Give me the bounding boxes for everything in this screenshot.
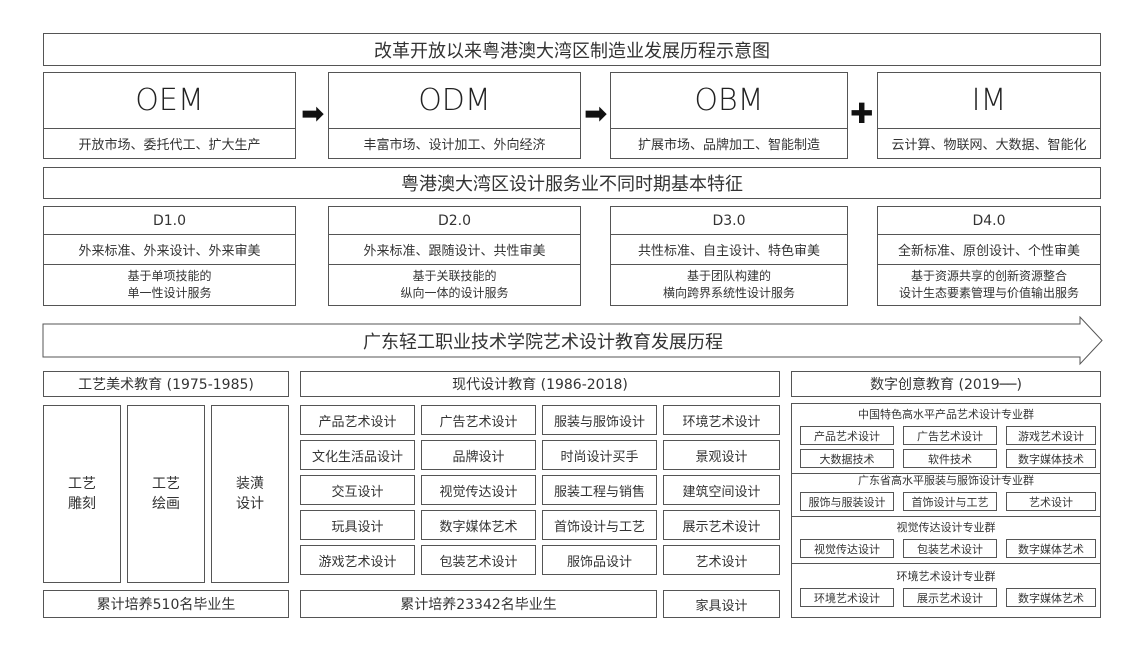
stage-service: 基于资源共享的创新资源整合 设计生态要素管理与价值输出服务: [898, 269, 1079, 300]
stage-version: D3.0: [712, 212, 746, 229]
diagram-title: 改革开放以来粤港澳大湾区制造业发展历程示意图: [43, 33, 1101, 66]
era3-group-divider: [791, 563, 1101, 564]
plus-icon: ✚: [850, 97, 874, 130]
model-desc: 丰富市场、设计加工、外向经济: [363, 138, 546, 153]
model-name: ODM: [418, 83, 491, 118]
stage-version: D1.0: [152, 212, 187, 229]
stage-service: 基于单项技能的 单一性设计服务: [127, 269, 212, 300]
era3-major-cell: 视觉传达设计: [800, 539, 894, 558]
stage-feature: 外来标准、跟随设计、共性审美: [363, 243, 546, 259]
era2-major-cell: 艺术设计: [663, 545, 780, 575]
era1-footer: 累计培养510名毕业生: [43, 590, 289, 618]
era2-major-cell: 时尚设计买手: [542, 440, 657, 470]
model-name: OEM: [135, 83, 204, 118]
era2-major-cell: 文化生活品设计: [300, 440, 415, 470]
stage-version: D2.0: [437, 212, 472, 229]
era2-footer: 累计培养23342名毕业生: [300, 590, 657, 618]
era3-major-cell: 服饰与服装设计: [800, 492, 894, 511]
era3-major-cell: 环境艺术设计: [800, 588, 894, 607]
era2-major-cell: 游戏艺术设计: [300, 545, 415, 575]
era3-major-cell: 包装艺术设计: [903, 539, 997, 558]
stage-version: D4.0: [972, 212, 1006, 229]
era2-major-cell: 服装工程与销售: [542, 475, 657, 505]
era2-major-cell: 交互设计: [300, 475, 415, 505]
era3-major-cell: 首饰设计与工艺: [903, 492, 997, 511]
era2-major-cell: 景观设计: [663, 440, 780, 470]
era3-major-cell: 数字媒体艺术: [1006, 588, 1096, 607]
model-desc: 扩展市场、品牌加工、智能制造: [637, 138, 820, 153]
stage-feature: 外来标准、外来设计、外来审美: [78, 243, 261, 259]
era3-major-cell: 大数据技术: [800, 449, 894, 468]
era2-major-cell: 展示艺术设计: [663, 510, 780, 540]
era1-title: 工艺美术教育 (1975-1985): [43, 371, 289, 397]
arrow-right-icon: ➡: [584, 97, 608, 130]
education-arrow-banner: [42, 316, 1103, 366]
era3-major-cell: 展示艺术设计: [903, 588, 997, 607]
era1-subject: 装潢 设计: [211, 405, 289, 583]
era3-group-title: 广东省高水平服装与服饰设计专业群: [858, 474, 1034, 487]
era2-major-cell: 广告艺术设计: [421, 405, 536, 435]
model-name: IM: [971, 83, 1007, 118]
era3-group-title: 中国特色高水平产品艺术设计专业群: [858, 408, 1034, 421]
design-stage-d3: D3.0 共性标准、自主设计、特色审美 基于团队构建的 横向跨界系统性设计服务: [610, 206, 848, 306]
stage-feature: 全新标准、原创设计、个性审美: [897, 243, 1080, 259]
model-obm: OBM 扩展市场、品牌加工、智能制造: [610, 72, 848, 159]
era3-major-cell: 产品艺术设计: [800, 426, 894, 445]
era2-major-cell: 数字媒体艺术: [421, 510, 536, 540]
design-stage-d2: D2.0 外来标准、跟随设计、共性审美 基于关联技能的 纵向一体的设计服务: [328, 206, 581, 306]
era3-title: 数字创意教育 (2019──): [791, 371, 1101, 397]
model-im: IM 云计算、物联网、大数据、智能化: [877, 72, 1101, 159]
era3-major-cell: 广告艺术设计: [903, 426, 997, 445]
era2-major-cell: 产品艺术设计: [300, 405, 415, 435]
era2-major-cell: 首饰设计与工艺: [542, 510, 657, 540]
era2-major-cell: 服装与服饰设计: [542, 405, 657, 435]
arrow-right-icon: ➡: [301, 97, 325, 130]
era2-major-cell: 环境艺术设计: [663, 405, 780, 435]
era2-major-cell: 服饰品设计: [542, 545, 657, 575]
stage-service: 基于团队构建的 横向跨界系统性设计服务: [662, 269, 795, 300]
era2-major-cell: 品牌设计: [421, 440, 536, 470]
era2-major-cell: 包装艺术设计: [421, 545, 536, 575]
model-name: OBM: [694, 83, 764, 118]
era3-major-cell: 软件技术: [903, 449, 997, 468]
model-desc: 云计算、物联网、大数据、智能化: [891, 138, 1087, 153]
model-odm: ODM 丰富市场、设计加工、外向经济: [328, 72, 581, 159]
era1-subject: 工艺 绘画: [127, 405, 205, 583]
era2-major-cell: 玩具设计: [300, 510, 415, 540]
era1-subject: 工艺 雕刻: [43, 405, 121, 583]
era3-major-cell: 数字媒体技术: [1006, 449, 1096, 468]
era2-major-cell: 视觉传达设计: [421, 475, 536, 505]
education-title: 广东轻工职业技术学院艺术设计教育发展历程: [363, 331, 723, 353]
stage-feature: 共性标准、自主设计、特色审美: [637, 243, 820, 259]
era3-group-title: 视觉传达设计专业群: [896, 521, 996, 534]
model-desc: 开放市场、委托代工、扩大生产: [78, 138, 261, 153]
era2-major-cell: 家具设计: [663, 590, 780, 618]
era3-group-divider: [791, 473, 1101, 474]
design-stage-d1: D1.0 外来标准、外来设计、外来审美 基于单项技能的 单一性设计服务: [43, 206, 296, 306]
design-stage-d4: D4.0 全新标准、原创设计、个性审美 基于资源共享的创新资源整合 设计生态要素…: [877, 206, 1101, 306]
era3-major-cell: 艺术设计: [1006, 492, 1096, 511]
era3-major-cell: 游戏艺术设计: [1006, 426, 1096, 445]
era3-group-title: 环境艺术设计专业群: [896, 570, 996, 583]
era3-group-divider: [791, 516, 1101, 517]
design-title: 粤港澳大湾区设计服务业不同时期基本特征: [43, 167, 1101, 199]
era2-title: 现代设计教育 (1986-2018): [300, 371, 780, 397]
stage-service: 基于关联技能的 纵向一体的设计服务: [400, 269, 509, 300]
model-oem: OEM 开放市场、委托代工、扩大生产: [43, 72, 296, 159]
era3-major-cell: 数字媒体艺术: [1006, 539, 1096, 558]
era2-major-cell: 建筑空间设计: [663, 475, 780, 505]
